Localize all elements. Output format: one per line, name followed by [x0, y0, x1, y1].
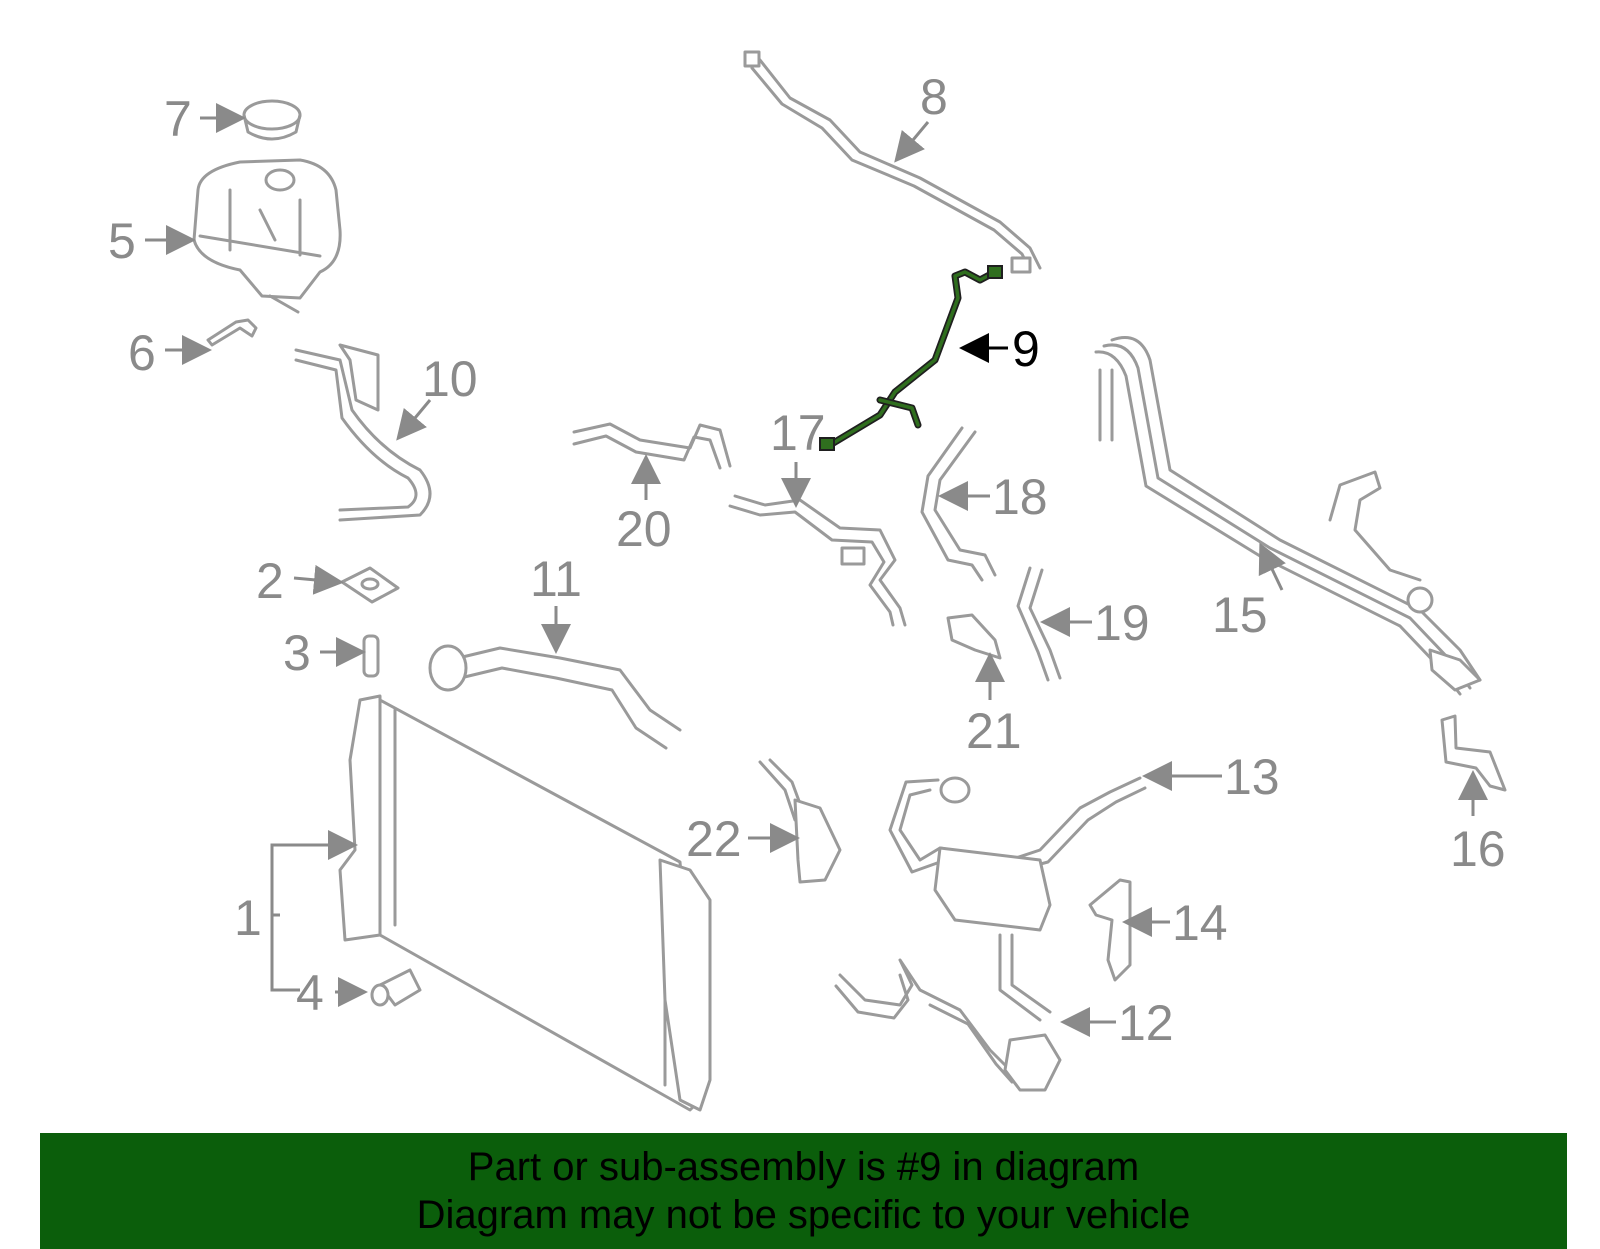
callout-20: 20	[616, 501, 672, 557]
part-10-hose	[294, 343, 432, 522]
part-8-line	[743, 50, 1042, 274]
callout-6: 6	[128, 325, 156, 381]
callout-9: 9	[1012, 321, 1040, 377]
part-20-hose	[572, 422, 732, 470]
part-21-clip	[946, 613, 1002, 660]
part-12-hose	[834, 933, 1062, 1092]
part-18-hose	[920, 426, 997, 582]
callout-7: 7	[164, 91, 192, 147]
callout-19: 19	[1094, 595, 1150, 651]
part-5-reservoir	[192, 158, 342, 314]
callout-3: 3	[283, 625, 311, 681]
part-16-bracket	[1440, 714, 1507, 792]
part-4-sensor	[370, 968, 422, 1007]
callout-17: 17	[770, 405, 826, 461]
callout-4: 4	[296, 965, 324, 1021]
part-14-bracket	[1088, 878, 1132, 982]
callout-1: 1	[234, 890, 262, 946]
callout-11: 11	[530, 551, 582, 607]
callout-5: 5	[108, 213, 136, 269]
part-15-lines	[1094, 336, 1482, 696]
banner-line-1: Part or sub-assembly is #9 in diagram	[467, 1145, 1140, 1189]
part-11-hose	[428, 644, 682, 750]
part-7-cap	[242, 99, 302, 141]
part-22-bracket	[758, 758, 842, 884]
info-banner: Part or sub-assembly is #9 in diagram Di…	[40, 1133, 1567, 1249]
callout-16: 16	[1450, 821, 1506, 877]
part-9-highlighted-line	[819, 265, 1003, 451]
part-13-hose-assembly	[888, 776, 1147, 932]
callout-labels: 1 2 3 4 5 6 7 8 9 10 11 12 13 14 15 16 1…	[108, 69, 1506, 1051]
callout-13: 13	[1224, 749, 1280, 805]
part-2-mount	[340, 566, 400, 604]
part-3-pin	[362, 634, 380, 678]
part-17-hose	[728, 494, 907, 627]
callout-10: 10	[422, 351, 478, 407]
callout-21: 21	[966, 703, 1022, 759]
part-1-radiator	[338, 694, 712, 1112]
callout-15: 15	[1212, 587, 1268, 643]
callout-2: 2	[256, 553, 284, 609]
banner-line-2: Diagram may not be specific to your vehi…	[416, 1193, 1191, 1237]
part-19-hose	[1016, 566, 1062, 682]
part-6-bolt	[206, 318, 258, 347]
callout-8: 8	[920, 69, 948, 125]
callout-22: 22	[686, 811, 742, 867]
callout-18: 18	[992, 469, 1048, 525]
callout-12: 12	[1118, 995, 1174, 1051]
callout-14: 14	[1172, 895, 1228, 951]
leader-lines	[145, 103, 1488, 1037]
